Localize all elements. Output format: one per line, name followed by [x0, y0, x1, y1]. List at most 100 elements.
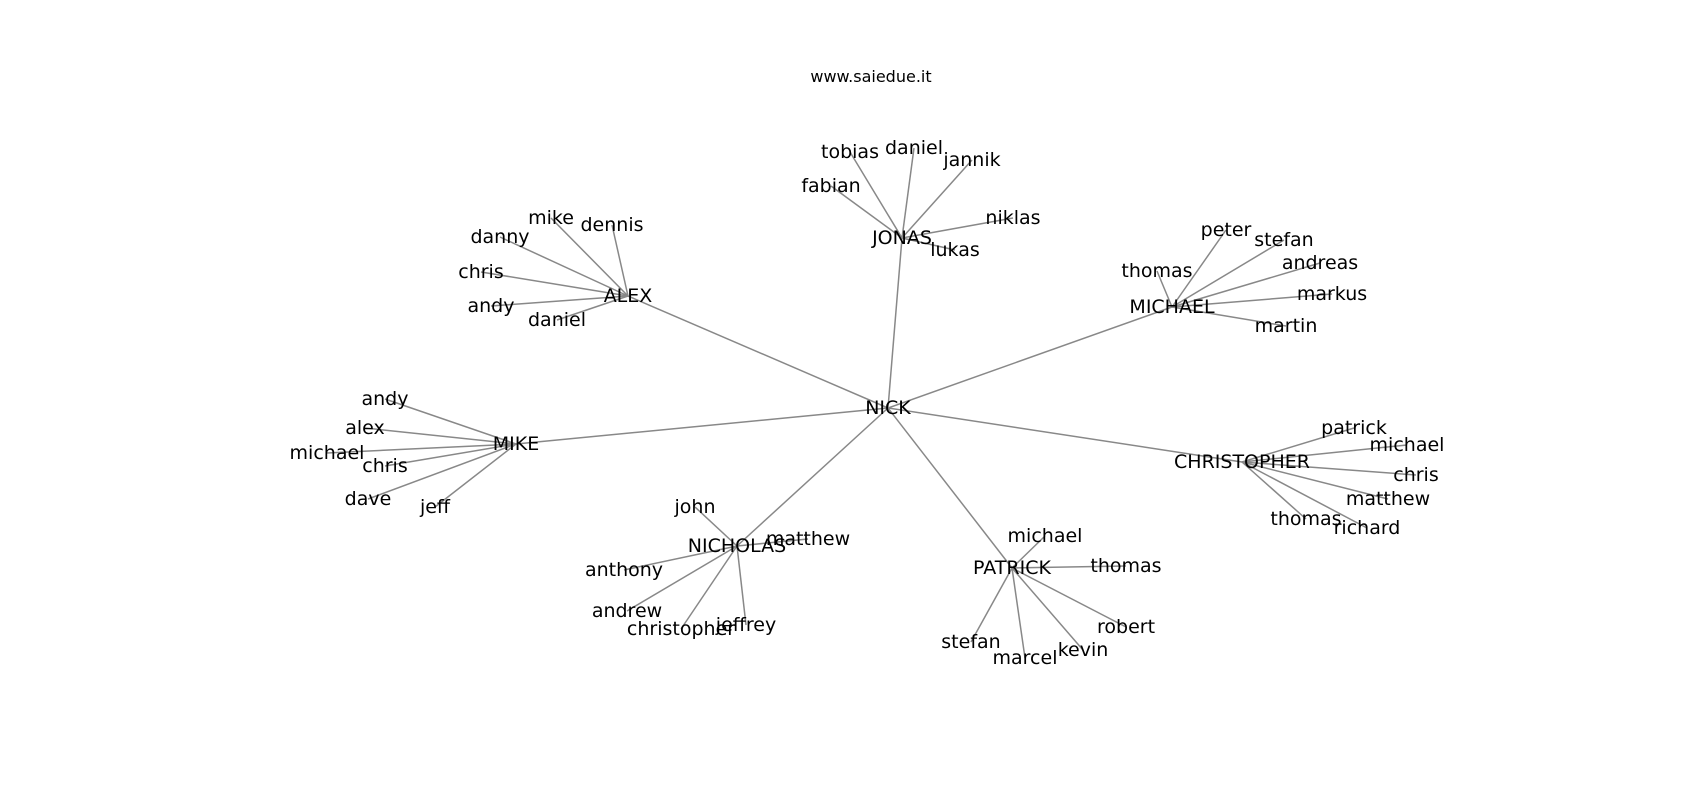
leaf-node-michael-markus: markus	[1297, 283, 1367, 305]
leaf-node-jonas-daniel: daniel	[885, 137, 943, 159]
watermark: www.saiedue.it	[810, 67, 931, 86]
edge-jonas-niklas	[901, 217, 1014, 239]
leaf-node-christopher-thomas: thomas	[1270, 508, 1341, 530]
group-node-christopher: CHRISTOPHER	[1174, 451, 1310, 473]
edge-jonas-jannik	[901, 159, 973, 239]
leaf-node-mike-alex: alex	[345, 417, 385, 439]
leaf-node-patrick-kevin: kevin	[1058, 639, 1109, 661]
edge-christopher-chris	[1241, 461, 1417, 476]
leaf-node-alex-andy: andy	[468, 295, 515, 317]
leaf-node-alex-chris: chris	[458, 261, 503, 283]
leaf-node-nicholas-matthew: matthew	[766, 528, 850, 550]
edge-nicholas-john	[694, 506, 738, 547]
edge-nick-alex	[627, 295, 889, 409]
edge-michael-thomas	[1156, 270, 1173, 308]
leaf-node-patrick-marcel: marcel	[993, 647, 1058, 669]
leaf-node-alex-daniel: daniel	[528, 309, 586, 331]
edge-alex-mike	[550, 217, 629, 297]
leaf-node-mike-chris: chris	[362, 455, 407, 477]
leaf-node-jonas-lukas: lukas	[930, 239, 980, 261]
edge-jonas-fabian	[830, 185, 903, 239]
leaf-node-jonas-niklas: niklas	[985, 207, 1040, 229]
leaf-node-jonas-jannik: jannik	[942, 149, 1000, 171]
edges	[326, 147, 1417, 659]
root-node-nick: NICK	[865, 397, 911, 419]
edge-mike-andy	[384, 398, 517, 445]
edge-patrick-thomas	[1011, 565, 1127, 569]
edge-alex-daniel	[556, 295, 629, 321]
edge-christopher-richard	[1241, 461, 1368, 529]
edge-patrick-stefan	[970, 567, 1013, 643]
leaf-node-nicholas-christopher: christopher	[627, 618, 735, 640]
leaf-node-mike-jeff: jeff	[419, 496, 451, 518]
group-node-michael: MICHAEL	[1129, 296, 1215, 318]
edge-nicholas-matthew	[736, 538, 809, 547]
edge-michael-peter	[1171, 229, 1227, 308]
leaf-node-alex-danny: danny	[470, 226, 529, 248]
leaf-node-patrick-stefan: stefan	[941, 631, 1000, 653]
edge-patrick-michael	[1011, 535, 1046, 569]
leaf-node-patrick-thomas: thomas	[1090, 555, 1161, 577]
edge-mike-alex	[364, 427, 517, 445]
leaf-node-jonas-tobias: tobias	[821, 141, 879, 163]
leaf-node-mike-michael: michael	[290, 442, 365, 464]
edge-alex-chris	[480, 271, 629, 297]
leaf-node-michael-peter: peter	[1201, 219, 1252, 241]
edge-patrick-kevin	[1011, 567, 1084, 651]
leaf-node-nicholas-john: john	[674, 496, 716, 518]
edge-christopher-patrick	[1241, 427, 1355, 463]
edge-nick-patrick	[887, 407, 1013, 569]
edge-alex-andy	[490, 295, 629, 307]
edge-mike-dave	[367, 443, 517, 500]
leaf-node-christopher-patrick: patrick	[1321, 417, 1387, 439]
group-node-jonas: JONAS	[871, 227, 932, 249]
group-node-mike: MIKE	[493, 433, 539, 455]
edge-nick-jonas	[887, 237, 903, 409]
leaf-node-mike-andy: andy	[362, 388, 409, 410]
edge-nicholas-anthony	[623, 545, 738, 571]
edge-nick-nicholas	[736, 407, 889, 547]
leaf-node-nicholas-jeffrey: jeffrey	[715, 614, 776, 636]
leaf-node-michael-andreas: andreas	[1282, 252, 1358, 274]
leaf-node-michael-stefan: stefan	[1254, 229, 1313, 251]
edge-christopher-matthew	[1241, 461, 1389, 500]
group-node-patrick: PATRICK	[973, 557, 1051, 579]
leaf-node-jonas-fabian: fabian	[801, 175, 860, 197]
edge-alex-danny	[499, 236, 629, 297]
edge-mike-jeff	[434, 443, 517, 508]
edge-nick-mike	[515, 407, 889, 445]
edge-michael-andreas	[1171, 262, 1321, 308]
leaf-node-nicholas-andrew: andrew	[592, 600, 662, 622]
leaf-node-mike-dave: dave	[345, 488, 392, 510]
leaf-node-michael-martin: martin	[1255, 315, 1318, 337]
leaf-node-patrick-michael: michael	[1008, 525, 1083, 547]
edge-christopher-michael	[1241, 444, 1408, 463]
edge-nick-michael	[887, 306, 1173, 409]
leaf-node-nicholas-anthony: anthony	[585, 559, 663, 581]
edge-nicholas-christopher	[680, 545, 738, 630]
edge-nicholas-jeffrey	[736, 545, 747, 626]
edge-jonas-lukas	[901, 237, 956, 251]
edge-michael-stefan	[1171, 239, 1285, 308]
group-node-alex: ALEX	[604, 285, 653, 307]
edge-jonas-daniel	[901, 147, 915, 239]
leaf-node-michael-thomas: thomas	[1121, 260, 1192, 282]
edge-patrick-marcel	[1011, 567, 1026, 659]
leaf-node-christopher-michael: michael	[1370, 434, 1445, 456]
edge-nicholas-andrew	[626, 545, 738, 612]
edge-michael-martin	[1171, 306, 1287, 327]
leaf-node-christopher-matthew: matthew	[1346, 488, 1430, 510]
edge-mike-michael	[326, 443, 517, 454]
edge-alex-dennis	[611, 224, 629, 297]
leaf-node-alex-dennis: dennis	[580, 214, 643, 236]
edge-christopher-thomas	[1241, 461, 1307, 520]
leaf-node-christopher-chris: chris	[1393, 464, 1438, 486]
group-node-nicholas: NICHOLAS	[688, 535, 786, 557]
edge-jonas-tobias	[849, 151, 903, 239]
edge-nick-christopher	[887, 407, 1243, 463]
edge-mike-chris	[384, 443, 517, 467]
edge-michael-markus	[1171, 293, 1333, 308]
leaf-node-alex-mike: mike	[528, 207, 574, 229]
